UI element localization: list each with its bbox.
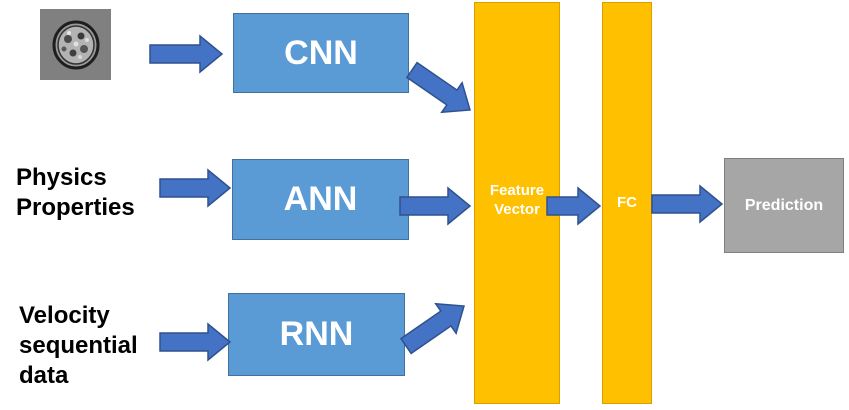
cell-image-icon <box>40 9 111 80</box>
fc-bar <box>602 2 652 404</box>
rnn-box: RNN <box>228 293 405 376</box>
feature-vector-label: Feature Vector <box>474 181 560 219</box>
cnn-box: CNN <box>233 13 409 93</box>
velocity-label-line2: sequential <box>19 332 138 359</box>
velocity-sequential-data-label: Velocity sequential data <box>19 301 138 391</box>
physics-label-line1: Physics <box>16 164 107 191</box>
arrow-velocity-to-rnn <box>159 322 232 362</box>
physics-label-line2: Properties <box>16 194 135 221</box>
rnn-label: RNN <box>279 315 354 353</box>
arrow-ann-to-feature <box>399 186 472 226</box>
velocity-label-line3: data <box>19 362 69 389</box>
feature-vector-bar <box>474 2 560 404</box>
arrow-image-to-cnn <box>149 34 224 74</box>
feature-vector-line1: Feature <box>489 182 545 199</box>
cnn-label: CNN <box>284 33 358 72</box>
arrow-feature-to-fc <box>546 186 602 226</box>
feature-vector-line2: Vector <box>494 201 540 218</box>
fc-label: FC <box>617 194 637 211</box>
arrow-fc-to-prediction <box>651 184 724 224</box>
arrow-physics-to-ann <box>159 168 232 208</box>
arrow-cnn-to-feature <box>405 61 471 114</box>
prediction-label: Prediction <box>744 196 824 214</box>
physics-properties-label: Physics Properties <box>16 163 135 223</box>
velocity-label-line1: Velocity <box>19 302 110 329</box>
prediction-box: Prediction <box>724 158 844 253</box>
ann-label: ANN <box>283 180 358 218</box>
arrow-rnn-to-feature <box>399 302 465 355</box>
ann-box: ANN <box>232 159 409 240</box>
